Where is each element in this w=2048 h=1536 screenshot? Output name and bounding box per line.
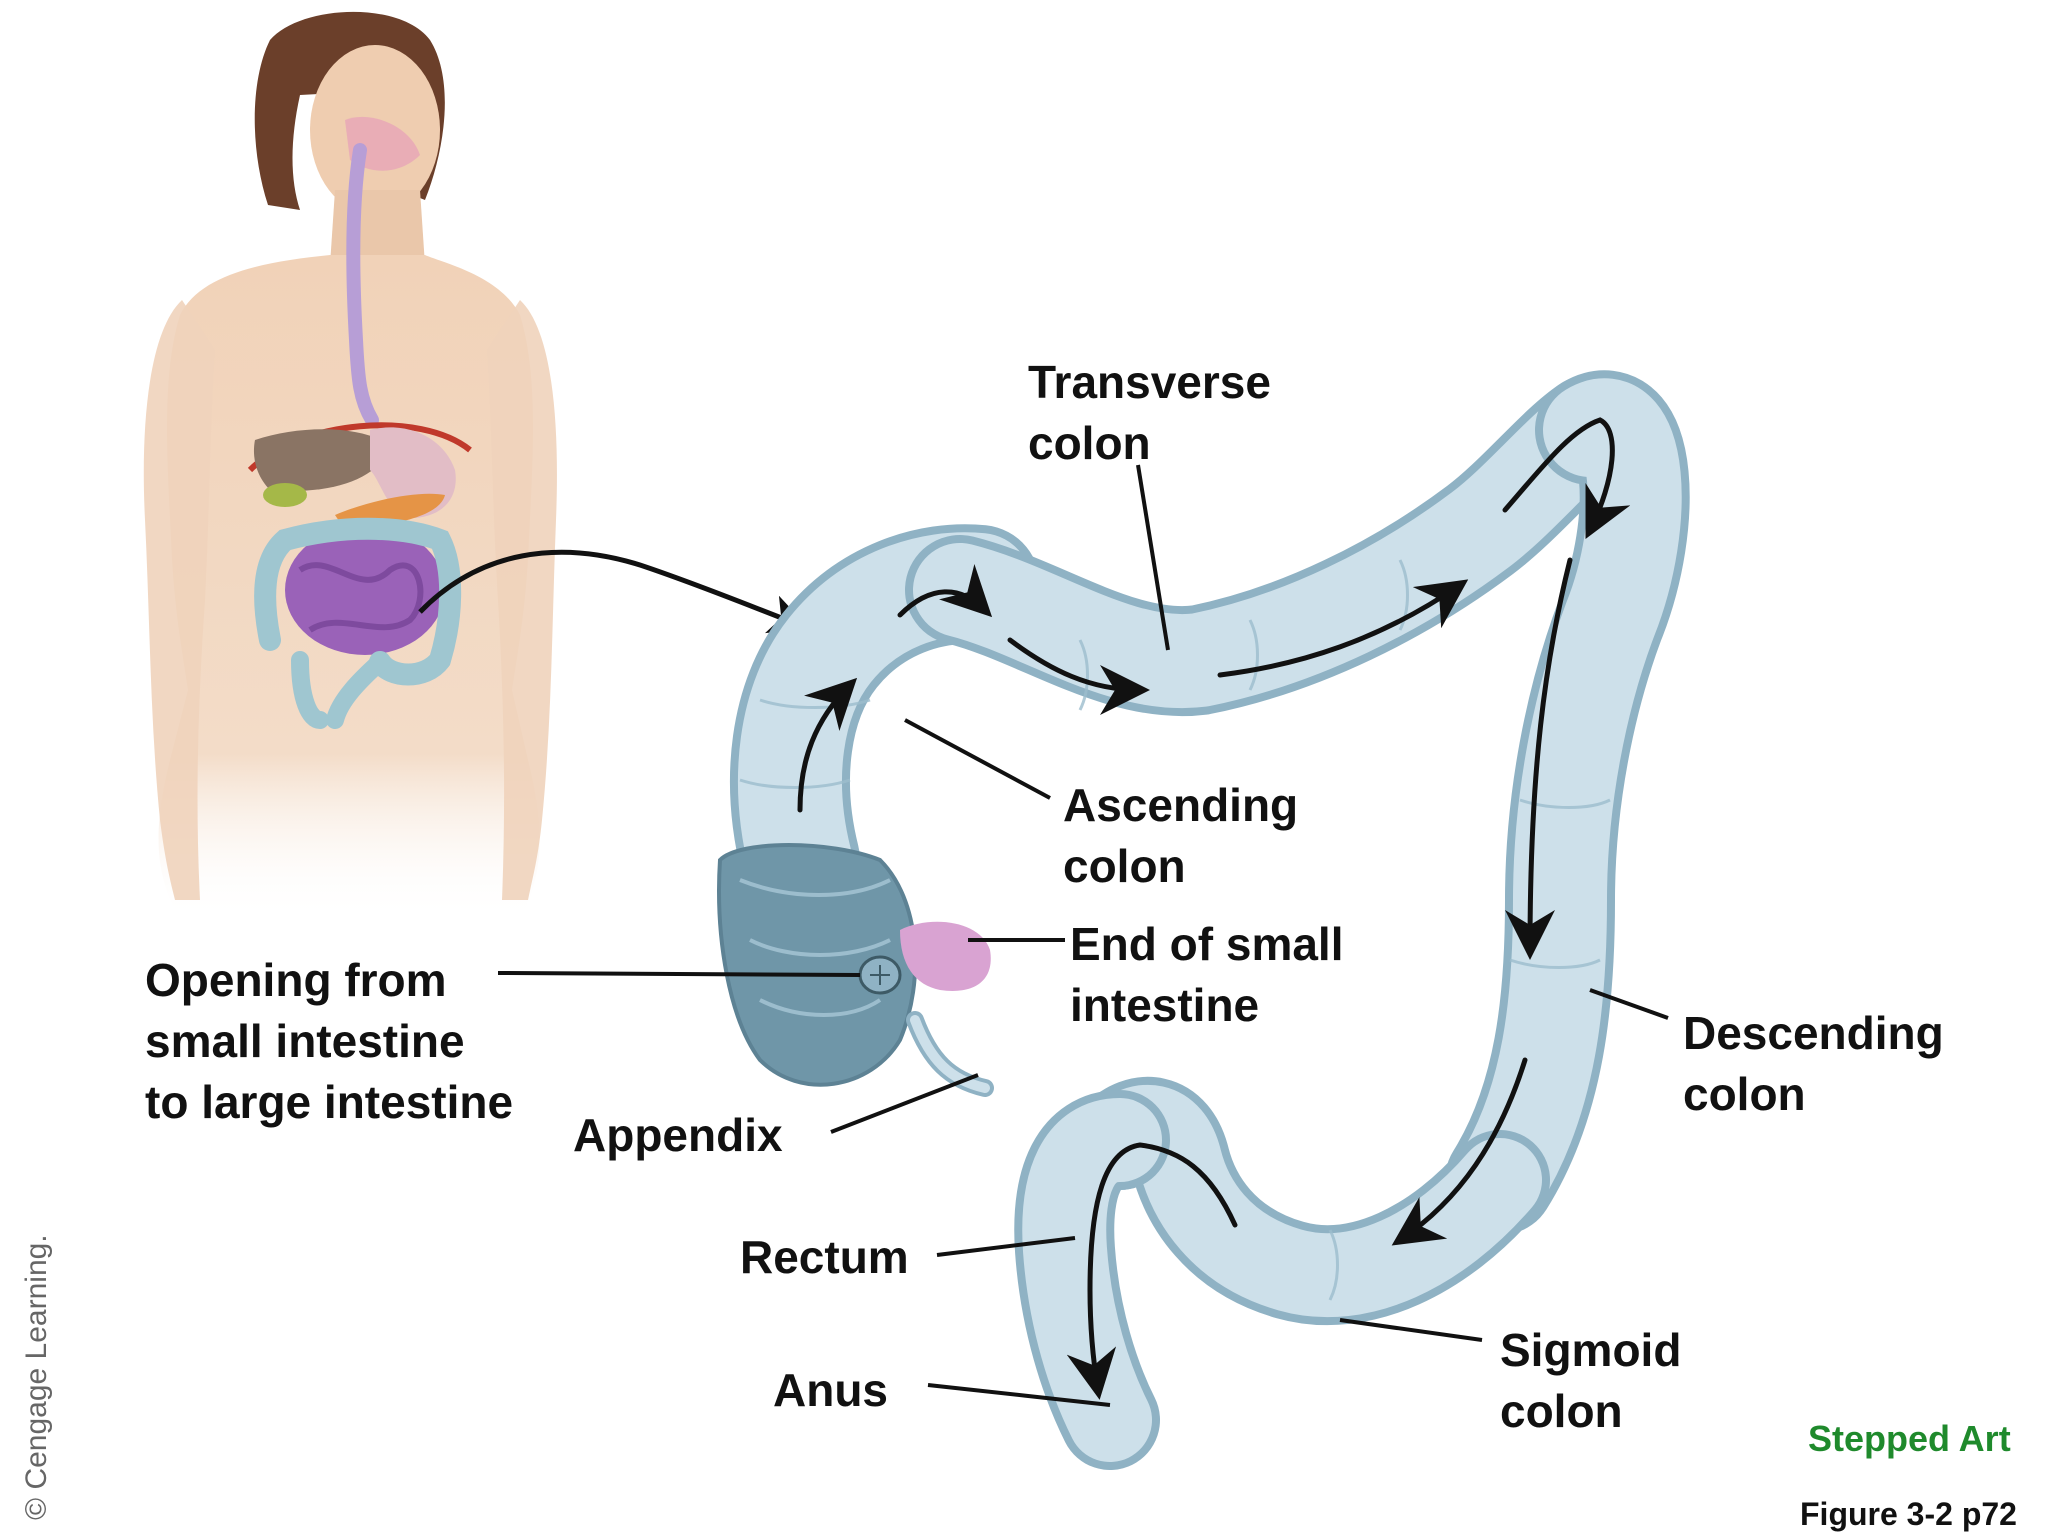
stepped-art-label: Stepped Art (1808, 1418, 2011, 1459)
label-transverse-colon: Transverse colon (1028, 352, 1271, 474)
connector-arrow (418, 549, 810, 634)
label-line: Sigmoid (1500, 1324, 1682, 1376)
label-descending-colon: Descending colon (1683, 1003, 1944, 1125)
large-intestine (717, 370, 1690, 1470)
label-end-small-intestine: End of small intestine (1070, 914, 1343, 1036)
label-line: Ascending (1063, 779, 1299, 831)
figure-number: Figure 3-2 p72 (1800, 1496, 2017, 1532)
label-line: Anus (773, 1364, 888, 1416)
label-rectum: Rectum (740, 1227, 909, 1288)
label-line: End of small (1070, 918, 1344, 970)
label-line: colon (1063, 840, 1186, 892)
label-line: to large intestine (145, 1076, 514, 1128)
copyright-notice: © Cengage Learning. (20, 1234, 53, 1520)
label-line: Descending (1683, 1007, 1944, 1059)
label-line: intestine (1070, 979, 1260, 1031)
label-line: Rectum (740, 1231, 909, 1283)
leader-lines (497, 464, 1669, 1407)
human-figure (143, 11, 557, 920)
label-ascending-colon: Ascending colon (1063, 775, 1298, 897)
label-line: Opening from (145, 954, 447, 1006)
label-line: Appendix (573, 1109, 783, 1161)
label-line: colon (1028, 417, 1151, 469)
label-sigmoid-colon: Sigmoid colon (1500, 1320, 1681, 1442)
flow-arrows (797, 417, 1631, 1400)
label-opening-small-to-large: Opening from small intestine to large in… (145, 950, 513, 1133)
label-line: small intestine (145, 1015, 465, 1067)
label-anus: Anus (773, 1360, 888, 1421)
label-line: colon (1683, 1068, 1806, 1120)
label-line: Transverse (1028, 356, 1271, 408)
label-line: colon (1500, 1385, 1623, 1437)
label-appendix: Appendix (573, 1105, 783, 1166)
